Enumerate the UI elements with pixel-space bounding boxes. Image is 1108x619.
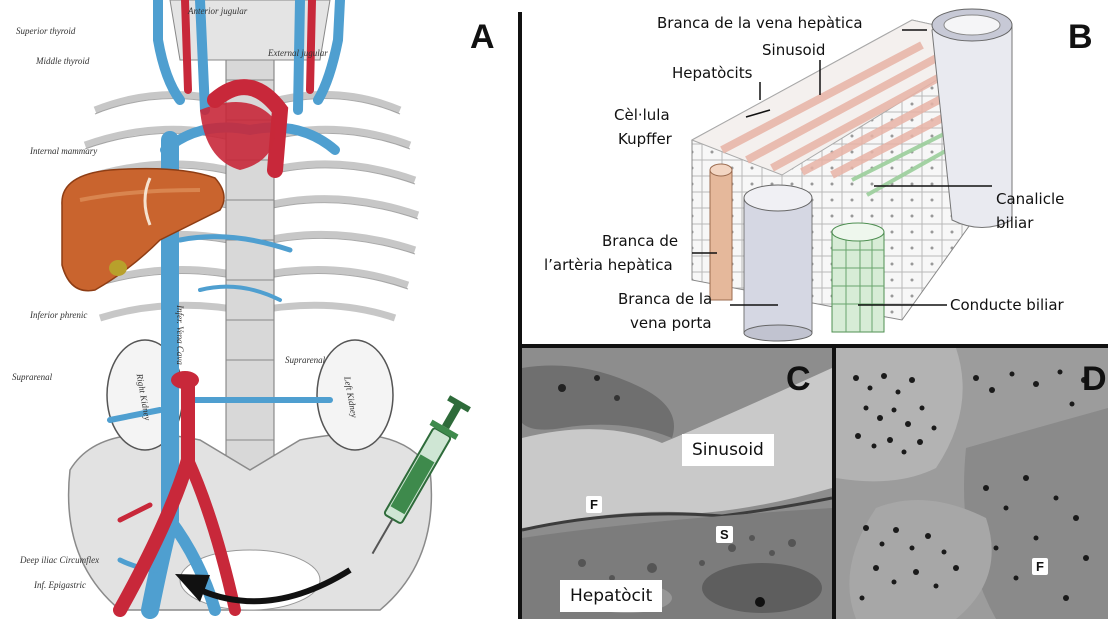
syringe-icon xyxy=(360,394,474,561)
label-hepatic-artery-1: Branca de xyxy=(602,232,678,251)
syringe-injection xyxy=(0,0,520,619)
label-sinusoid-c: Sinusoid xyxy=(682,434,774,466)
panel-c-micrograph: Sinusoid Hepatòcit F S C xyxy=(522,348,832,619)
hepatic-artery xyxy=(710,170,732,300)
injection-arrow xyxy=(200,570,350,601)
label-bile-duct: Conducte biliar xyxy=(950,296,1064,315)
label-fenestra-c: F xyxy=(586,496,602,513)
portal-vein xyxy=(744,198,812,333)
label-space-c: S xyxy=(716,526,733,543)
panel-letter-b: B xyxy=(1068,18,1093,57)
label-kupffer-2: Kupffer xyxy=(618,130,672,149)
bile-duct xyxy=(832,232,884,332)
panel-d-micrograph: F D xyxy=(836,348,1108,619)
panel-letter-d: D xyxy=(1082,360,1107,399)
label-bile-canaliculus-1: Canalicle xyxy=(996,190,1064,209)
label-hepatic-vein: Branca de la vena hepàtica xyxy=(657,14,863,33)
label-hepatocytes: Hepatòcits xyxy=(672,64,752,83)
label-portal-vein-1: Branca de la xyxy=(618,290,712,309)
label-hepatic-artery-2: l’artèria hepàtica xyxy=(544,256,673,275)
label-bile-canaliculus-2: biliar xyxy=(996,214,1033,233)
panel-letter-c: C xyxy=(786,360,811,399)
panel-b-lobule: Branca de la vena hepàtica Sinusoid Hepa… xyxy=(522,0,1108,344)
panel-letter-a: A xyxy=(470,18,495,57)
label-kupffer-1: Cèl·lula xyxy=(614,106,670,125)
panel-a-anatomy: Anterior jugular Superior thyroid Middle… xyxy=(0,0,520,619)
label-hepatocyte-c: Hepatòcit xyxy=(560,580,662,612)
label-sinusoid: Sinusoid xyxy=(762,41,825,60)
label-portal-vein-2: vena porta xyxy=(630,314,712,333)
label-fenestra-d: F xyxy=(1032,558,1048,575)
micrograph-d-image xyxy=(836,348,1108,619)
